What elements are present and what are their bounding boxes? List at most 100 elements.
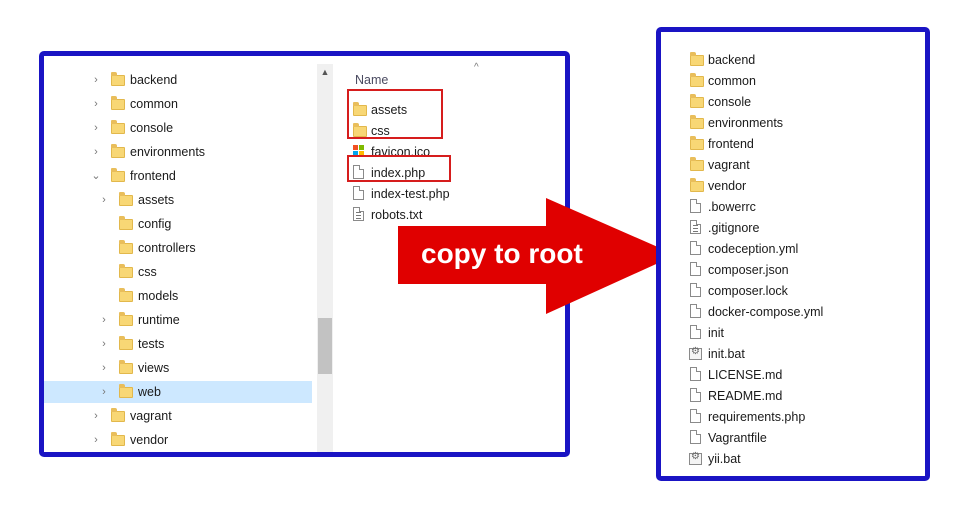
item-label: common: [708, 74, 756, 88]
root-item-requirements-php[interactable]: requirements.php: [661, 408, 921, 428]
item-label: tests: [138, 337, 165, 351]
file-item-favicon-ico[interactable]: favicon.ico: [44, 143, 430, 163]
root-item-init[interactable]: init: [661, 324, 921, 344]
name-column-header[interactable]: Name: [355, 73, 389, 87]
folder-icon: [111, 96, 125, 110]
folder-icon: [119, 240, 133, 254]
root-item-composer-lock[interactable]: composer.lock: [661, 282, 921, 302]
root-item-frontend[interactable]: frontend: [661, 135, 921, 155]
item-label: yii.bat: [708, 452, 741, 466]
chevron-right-icon[interactable]: ›: [102, 194, 106, 206]
tree-item-vagrant[interactable]: › vagrant: [44, 405, 312, 427]
highlight-index-php: [347, 155, 451, 182]
tree-item-common[interactable]: › common: [44, 93, 312, 115]
item-label: .bowerrc: [708, 200, 756, 214]
scroll-thumb[interactable]: [318, 318, 332, 374]
tree-item-assets[interactable]: › assets: [44, 189, 312, 211]
file-icon: [690, 262, 701, 276]
root-item-environments[interactable]: environments: [661, 114, 921, 134]
root-item-yii-bat[interactable]: yii.bat: [661, 450, 921, 470]
tree-item-environments[interactable]: ›environments: [44, 141, 312, 163]
tree-item-frontend[interactable]: ⌄frontend: [44, 165, 312, 187]
folder-icon: [111, 432, 125, 446]
item-label: vagrant: [130, 409, 172, 423]
tree-item-css[interactable]: css: [44, 261, 312, 283]
item-label: Vagrantfile: [708, 431, 767, 445]
scroll-up-icon[interactable]: ▲: [320, 67, 330, 77]
root-item-Vagrantfile[interactable]: Vagrantfile: [661, 429, 921, 449]
file-item-css[interactable]: css: [44, 122, 390, 142]
tree-item-runtime[interactable]: ›runtime: [44, 309, 312, 331]
chevron-right-icon[interactable]: ›: [102, 314, 106, 326]
file-item-index-php[interactable]: index.php: [44, 164, 425, 184]
root-item-vagrant[interactable]: vagrant: [661, 156, 921, 176]
root-item-LICENSE-md[interactable]: LICENSE.md: [661, 366, 921, 386]
item-label: common: [130, 97, 178, 111]
root-item-docker-compose-yml[interactable]: docker-compose.yml: [661, 303, 921, 323]
chevron-down-icon[interactable]: ⌄: [91, 170, 101, 182]
file-item-assets[interactable]: assets: [44, 101, 407, 121]
folder-icon: [111, 144, 125, 158]
root-item--bowerrc[interactable]: .bowerrc: [661, 198, 921, 218]
root-item-console[interactable]: console: [661, 93, 921, 113]
root-item-init-bat[interactable]: init.bat: [661, 345, 921, 365]
tree-item-config[interactable]: config: [44, 213, 312, 235]
folder-icon: [111, 120, 125, 134]
chevron-right-icon[interactable]: ›: [94, 122, 98, 134]
root-item-vendor[interactable]: vendor: [661, 177, 921, 197]
chevron-right-icon[interactable]: ›: [94, 146, 98, 158]
item-label: assets: [138, 193, 175, 207]
item-label: views: [138, 361, 170, 375]
tree-item-backend[interactable]: ›backend: [44, 69, 312, 91]
tree-item-controllers[interactable]: controllers: [44, 237, 312, 259]
file-icon: [353, 165, 364, 179]
sort-ascending-icon: ^: [474, 62, 479, 73]
file-icon: [690, 304, 701, 318]
tree-scrollbar[interactable]: ▲: [317, 64, 333, 452]
tree-item-console[interactable]: ›console: [44, 117, 312, 139]
tree-item-vendor[interactable]: ›vendor: [44, 429, 312, 451]
item-label: vagrant: [708, 158, 750, 172]
chevron-right-icon[interactable]: ›: [102, 386, 106, 398]
root-item-backend[interactable]: backend: [661, 51, 921, 71]
folder-icon: [690, 52, 704, 66]
item-label: vendor: [708, 179, 747, 193]
item-label: controllers: [138, 241, 196, 255]
folder-icon: [111, 408, 125, 422]
root-item-codeception-yml[interactable]: codeception.yml: [661, 240, 921, 260]
item-label: index-test.php: [371, 187, 450, 201]
file-item-index-test-php[interactable]: index-test.php: [44, 185, 450, 205]
arrow-label: copy to root: [421, 238, 583, 269]
root-item-common[interactable]: common: [661, 72, 921, 92]
tree-item-models[interactable]: models: [44, 285, 312, 307]
tree-item-web[interactable]: ›web: [44, 381, 312, 403]
file-icon: [690, 388, 701, 402]
item-label: models: [138, 289, 179, 303]
folder-icon: [119, 264, 133, 278]
folder-icon: [353, 123, 367, 137]
folder-icon: [111, 72, 125, 86]
item-label: robots.txt: [371, 208, 423, 222]
item-label: composer.json: [708, 263, 789, 277]
item-label: css: [371, 124, 390, 138]
chevron-right-icon[interactable]: ›: [94, 410, 98, 422]
tree-item-tests[interactable]: › tests: [44, 333, 312, 355]
file-icon: [690, 367, 701, 381]
folder-icon: [690, 178, 704, 192]
chevron-right-icon[interactable]: ›: [94, 74, 98, 86]
folder-icon: [690, 73, 704, 87]
root-item-composer-json[interactable]: composer.json: [661, 261, 921, 281]
tree-item-views[interactable]: › views: [44, 357, 312, 379]
root-item--gitignore[interactable]: .gitignore: [661, 219, 921, 239]
copy-arrow-icon: [398, 198, 676, 314]
chevron-right-icon[interactable]: ›: [102, 338, 106, 350]
root-item-README-md[interactable]: README.md: [661, 387, 921, 407]
folder-icon: [119, 216, 133, 230]
folder-icon: [119, 384, 133, 398]
chevron-right-icon[interactable]: ›: [94, 98, 98, 110]
file-item-robots-txt[interactable]: robots.txt: [44, 206, 422, 226]
folder-icon: [119, 192, 133, 206]
chevron-right-icon[interactable]: ›: [102, 362, 106, 374]
chevron-right-icon[interactable]: ›: [94, 434, 98, 446]
